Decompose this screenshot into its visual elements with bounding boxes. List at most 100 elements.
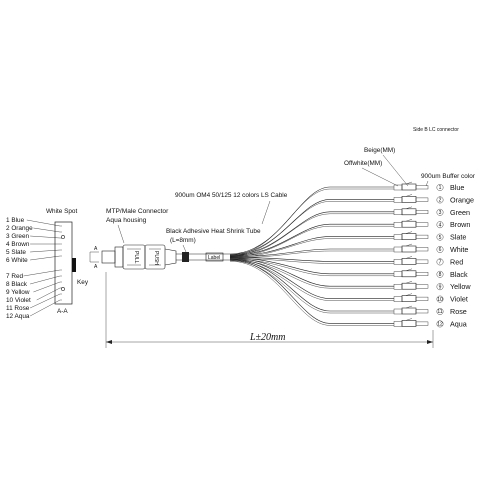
- lc-latch-7: [405, 256, 413, 259]
- lc-body-3: [401, 208, 417, 216]
- white-spot-label: White Spot: [46, 208, 77, 215]
- fiber-jacket-10: [229, 259, 394, 301]
- buffer-leader: [425, 180, 429, 187]
- pin-label-10: 10 Violet: [6, 297, 31, 304]
- fiber-number-circle-8: [436, 270, 444, 278]
- pin-leader-12: [30, 299, 61, 317]
- lc-ferrule-6: [415, 247, 429, 252]
- lc-latch-8: [405, 268, 413, 271]
- offwhite-label: Offwhite(MM): [344, 160, 382, 167]
- pin-label-6: 6 White: [6, 257, 28, 264]
- lc-latch-2: [405, 194, 413, 197]
- lc-ferrule-9: [415, 284, 429, 289]
- section-arrows: A A: [89, 246, 99, 270]
- lc-boot-2: [393, 197, 403, 203]
- lc-body-4: [401, 220, 417, 228]
- pin-label-9: 9 Yellow: [6, 289, 30, 296]
- beige-leader: [382, 154, 409, 187]
- pin-label-5: 5 Slate: [6, 249, 26, 256]
- pin-dot-10: [60, 287, 62, 289]
- lc-boot-9: [393, 284, 403, 290]
- fiber-jacket-8: [229, 258, 394, 276]
- pin-dot-12: [60, 299, 62, 301]
- pin-dot-9: [60, 281, 62, 283]
- fiber-number-6: 6: [439, 247, 442, 253]
- lc-latch-1: [405, 181, 413, 185]
- fiber-number-circle-9: [436, 283, 444, 291]
- mtp-connector-label: MTP/Male Connector: [106, 208, 169, 215]
- lc-body-10: [401, 295, 417, 302]
- lc-latch-10: [405, 293, 413, 296]
- fiber-line-6: [229, 248, 394, 258]
- fiber-number-2: 2: [439, 198, 442, 204]
- fiber-color-12: Aqua: [450, 319, 467, 328]
- pin-dot-4: [60, 243, 62, 245]
- fiber-line-4: [229, 223, 394, 256]
- heat-shrink-length-label: (L=8mm): [170, 237, 196, 244]
- lc-boot-6: [393, 246, 403, 253]
- fiber-color-9: Yellow: [450, 282, 471, 291]
- pin-label-2: 2 Orange: [6, 225, 33, 232]
- pin-leader-5: [30, 249, 61, 253]
- pin-leader-10: [36, 287, 61, 301]
- lc-body-6: [401, 245, 417, 253]
- fiber-color-2: Orange: [450, 195, 474, 204]
- beige-label: Beige(MM): [364, 147, 395, 154]
- fiber-line-2: [229, 199, 394, 255]
- lc-latch-11: [405, 305, 413, 309]
- lc-body-1: [401, 183, 417, 191]
- fiber-number-circle-5: [436, 233, 444, 241]
- lc-boot-10: [393, 296, 403, 302]
- fiber-line-12: [229, 259, 394, 324]
- fiber-color-6: White: [450, 245, 468, 254]
- fiber-number-circle-10: [436, 295, 444, 303]
- pin-label-3: 3 Green: [6, 233, 30, 240]
- lc-latch-4: [405, 219, 413, 222]
- pin-label-12: 12 Aqua: [6, 313, 30, 320]
- fiber-line-3: [229, 211, 394, 256]
- fiber-number-9: 9: [439, 284, 442, 290]
- label-tag-text: Label: [208, 255, 220, 261]
- lc-ferrule-10: [415, 296, 429, 301]
- pin-label-8: 8 Black: [6, 281, 28, 288]
- lc-ferrule-7: [415, 259, 429, 264]
- lc-body-8: [401, 270, 417, 278]
- fiber-number-circle-6: [436, 246, 444, 253]
- pin-label-7: 7 Red: [6, 273, 23, 280]
- fiber-line-7: [229, 256, 394, 262]
- fiber-number-3: 3: [439, 210, 442, 216]
- lc-ferrule-1: [415, 185, 429, 190]
- length-label: L±20mm: [249, 332, 286, 343]
- fiber-number-10: 10: [437, 297, 443, 303]
- key-block: [72, 258, 76, 272]
- mtp-leader: [117, 224, 125, 244]
- fiber-number-12: 12: [437, 322, 443, 328]
- cable-leader: [261, 200, 271, 225]
- fiber-color-11: Rose: [450, 307, 467, 316]
- fiber-color-3: Green: [450, 208, 470, 217]
- fiber-color-7: Red: [450, 257, 463, 266]
- pin-leader-6: [30, 255, 61, 261]
- fiber-line-10: [229, 258, 394, 299]
- fiber-line-8: [229, 257, 394, 275]
- lc-latch-5: [405, 231, 413, 234]
- lc-boot-7: [393, 259, 403, 265]
- lc-body-5: [401, 233, 417, 240]
- fiber-number-circle-7: [436, 258, 444, 266]
- lc-ferrule-4: [415, 222, 429, 227]
- lc-ferrule-8: [415, 272, 429, 276]
- lc-ferrule-3: [415, 210, 429, 215]
- heat-shrink-leader: [182, 244, 187, 253]
- fiber-number-circle-2: [436, 196, 444, 204]
- lc-boot-4: [393, 221, 403, 228]
- fiber-color-4: Brown: [450, 220, 470, 229]
- fiber-number-circle-4: [436, 221, 444, 229]
- pin-leader-9: [33, 281, 61, 293]
- lc-ferrule-5: [415, 234, 429, 239]
- pin-leader-11: [30, 293, 61, 309]
- key-label: Key: [77, 279, 89, 286]
- pin-leader-7: [23, 269, 61, 277]
- pin-leader-2: [33, 227, 61, 233]
